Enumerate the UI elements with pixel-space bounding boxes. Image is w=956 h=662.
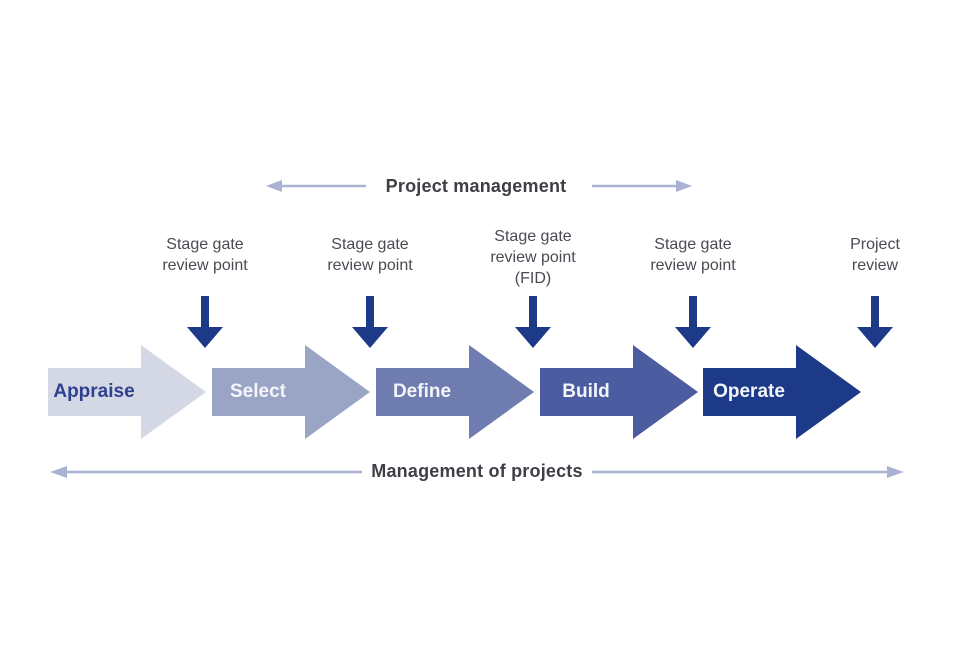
stage-arrow-define [376, 345, 534, 439]
stage-label-appraise: Appraise [53, 381, 135, 402]
project-management-left-arrow-icon [266, 180, 366, 192]
gate-down-arrow-icon-5 [857, 296, 893, 348]
management-of-projects-heading: Management of projects [371, 461, 583, 481]
review-point-label-4: Stage gate review point [650, 236, 736, 274]
gate-down-arrow-icon-1 [187, 296, 223, 348]
stage-arrow-operate [703, 345, 861, 439]
gate-down-arrow-icon-3 [515, 296, 551, 348]
review-point-label-3-fid: Stage gate review point (FID) [490, 228, 576, 287]
management-of-projects-right-arrow-icon [592, 466, 904, 478]
review-point-label-2: Stage gate review point [327, 236, 413, 274]
project-review-label: Project review [850, 236, 900, 274]
gate-down-arrow-icon-2 [352, 296, 388, 348]
management-of-projects-left-arrow-icon [50, 466, 362, 478]
stage-label-select: Select [230, 381, 286, 402]
stage-arrow-select [212, 345, 370, 439]
stage-label-operate: Operate [713, 381, 785, 402]
stage-label-build: Build [562, 381, 610, 402]
stage-label-define: Define [392, 381, 452, 402]
project-management-heading: Project management [385, 176, 567, 196]
project-management-right-arrow-icon [592, 180, 692, 192]
stage-arrow-build [540, 345, 698, 439]
review-point-label-1: Stage gate review point [162, 236, 248, 274]
stage-arrow-appraise [48, 345, 206, 439]
gate-down-arrow-icon-4 [675, 296, 711, 348]
